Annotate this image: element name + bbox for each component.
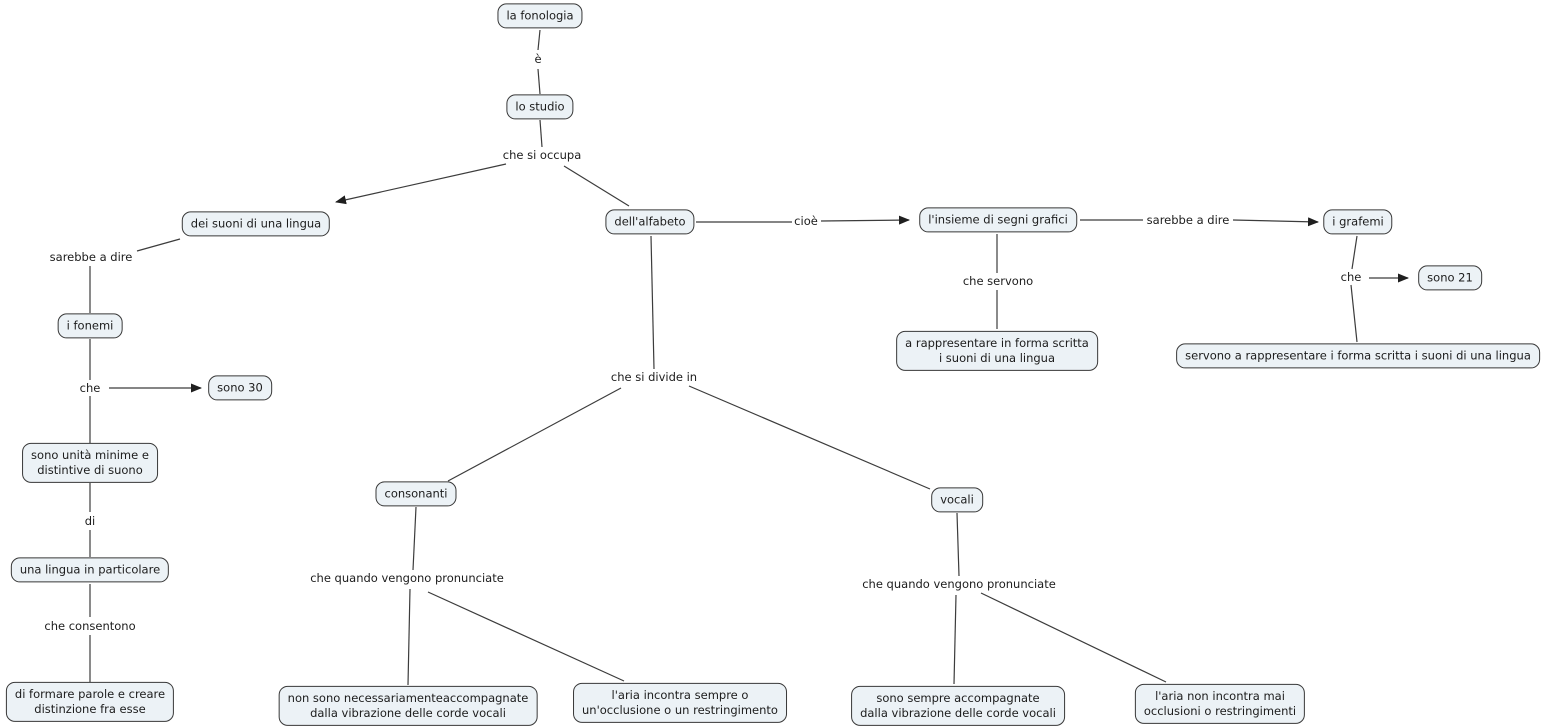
link-label-che-servono: che servono bbox=[960, 274, 1036, 288]
link-label-sarebbe-a-dire-left: sarebbe a dire bbox=[47, 250, 135, 264]
connector bbox=[650, 235, 655, 370]
connector bbox=[537, 68, 541, 95]
connector bbox=[956, 512, 960, 577]
node-vocali[interactable]: vocali bbox=[931, 487, 983, 513]
connector bbox=[563, 165, 630, 207]
node-insieme-segni[interactable]: l'insieme di segni grafici bbox=[919, 207, 1077, 233]
node-lo-studio[interactable]: lo studio bbox=[506, 94, 574, 120]
connector bbox=[1350, 284, 1358, 343]
link-label-che-right: che bbox=[1338, 270, 1364, 284]
node-aria-incontra[interactable]: l'aria incontra sempre o un'occlusione o… bbox=[573, 682, 787, 724]
link-label-che-quando-vocali: che quando vengono pronunciate bbox=[860, 577, 1058, 591]
node-di-formare[interactable]: di formare parole e creare distinzione f… bbox=[5, 681, 175, 723]
node-servono-rappresentare[interactable]: servono a rappresentare i forma scritta … bbox=[1176, 343, 1540, 369]
connector bbox=[953, 594, 957, 685]
node-i-fonemi[interactable]: i fonemi bbox=[57, 313, 123, 339]
link-label-che-consentono: che consentono bbox=[42, 619, 138, 633]
connector bbox=[412, 506, 417, 571]
link-label-che-si-occupa: che si occupa bbox=[500, 148, 584, 162]
node-aria-non-incontra[interactable]: l'aria non incontra mai occlusioni o res… bbox=[1134, 683, 1306, 725]
connector bbox=[1232, 217, 1319, 227]
connector bbox=[1351, 235, 1358, 270]
link-label-cioe: cioè bbox=[792, 214, 820, 228]
link-label-che-left: che bbox=[77, 381, 103, 395]
node-sono-30[interactable]: sono 30 bbox=[208, 375, 272, 401]
node-a-rappresentare[interactable]: a rappresentare in forma scritta i suoni… bbox=[896, 330, 1098, 372]
connector bbox=[447, 387, 622, 482]
link-label-e: è bbox=[532, 52, 544, 66]
connector bbox=[427, 591, 625, 682]
connector bbox=[688, 385, 931, 490]
connector bbox=[136, 238, 181, 252]
link-label-che-si-divide-in: che si divide in bbox=[608, 370, 700, 384]
connector bbox=[539, 119, 543, 148]
connector bbox=[820, 215, 910, 225]
link-label-di: di bbox=[82, 514, 98, 528]
connector bbox=[980, 592, 1167, 683]
connector bbox=[335, 163, 507, 205]
node-dei-suoni[interactable]: dei suoni di una lingua bbox=[181, 211, 331, 237]
node-una-lingua[interactable]: una lingua in particolare bbox=[10, 557, 170, 583]
node-dell-alfabeto[interactable]: dell'alfabeto bbox=[605, 209, 695, 235]
node-non-sono-accompagnate[interactable]: non sono necessariamenteaccompagnate dal… bbox=[278, 685, 538, 727]
node-consonanti[interactable]: consonanti bbox=[375, 481, 457, 507]
node-sono-sempre[interactable]: sono sempre accompagnate dalla vibrazion… bbox=[851, 685, 1065, 727]
link-label-che-quando-consonanti: che quando vengono pronunciate bbox=[308, 571, 506, 585]
node-sono-21[interactable]: sono 21 bbox=[1418, 265, 1482, 291]
node-sono-unita[interactable]: sono unità minime e distintive di suono bbox=[22, 442, 158, 484]
connector bbox=[537, 29, 541, 51]
node-la-fonologia[interactable]: la fonologia bbox=[497, 3, 583, 29]
node-i-grafemi[interactable]: i grafemi bbox=[1323, 209, 1393, 235]
connector bbox=[407, 588, 411, 686]
link-label-sarebbe-a-dire-right: sarebbe a dire bbox=[1144, 213, 1232, 227]
